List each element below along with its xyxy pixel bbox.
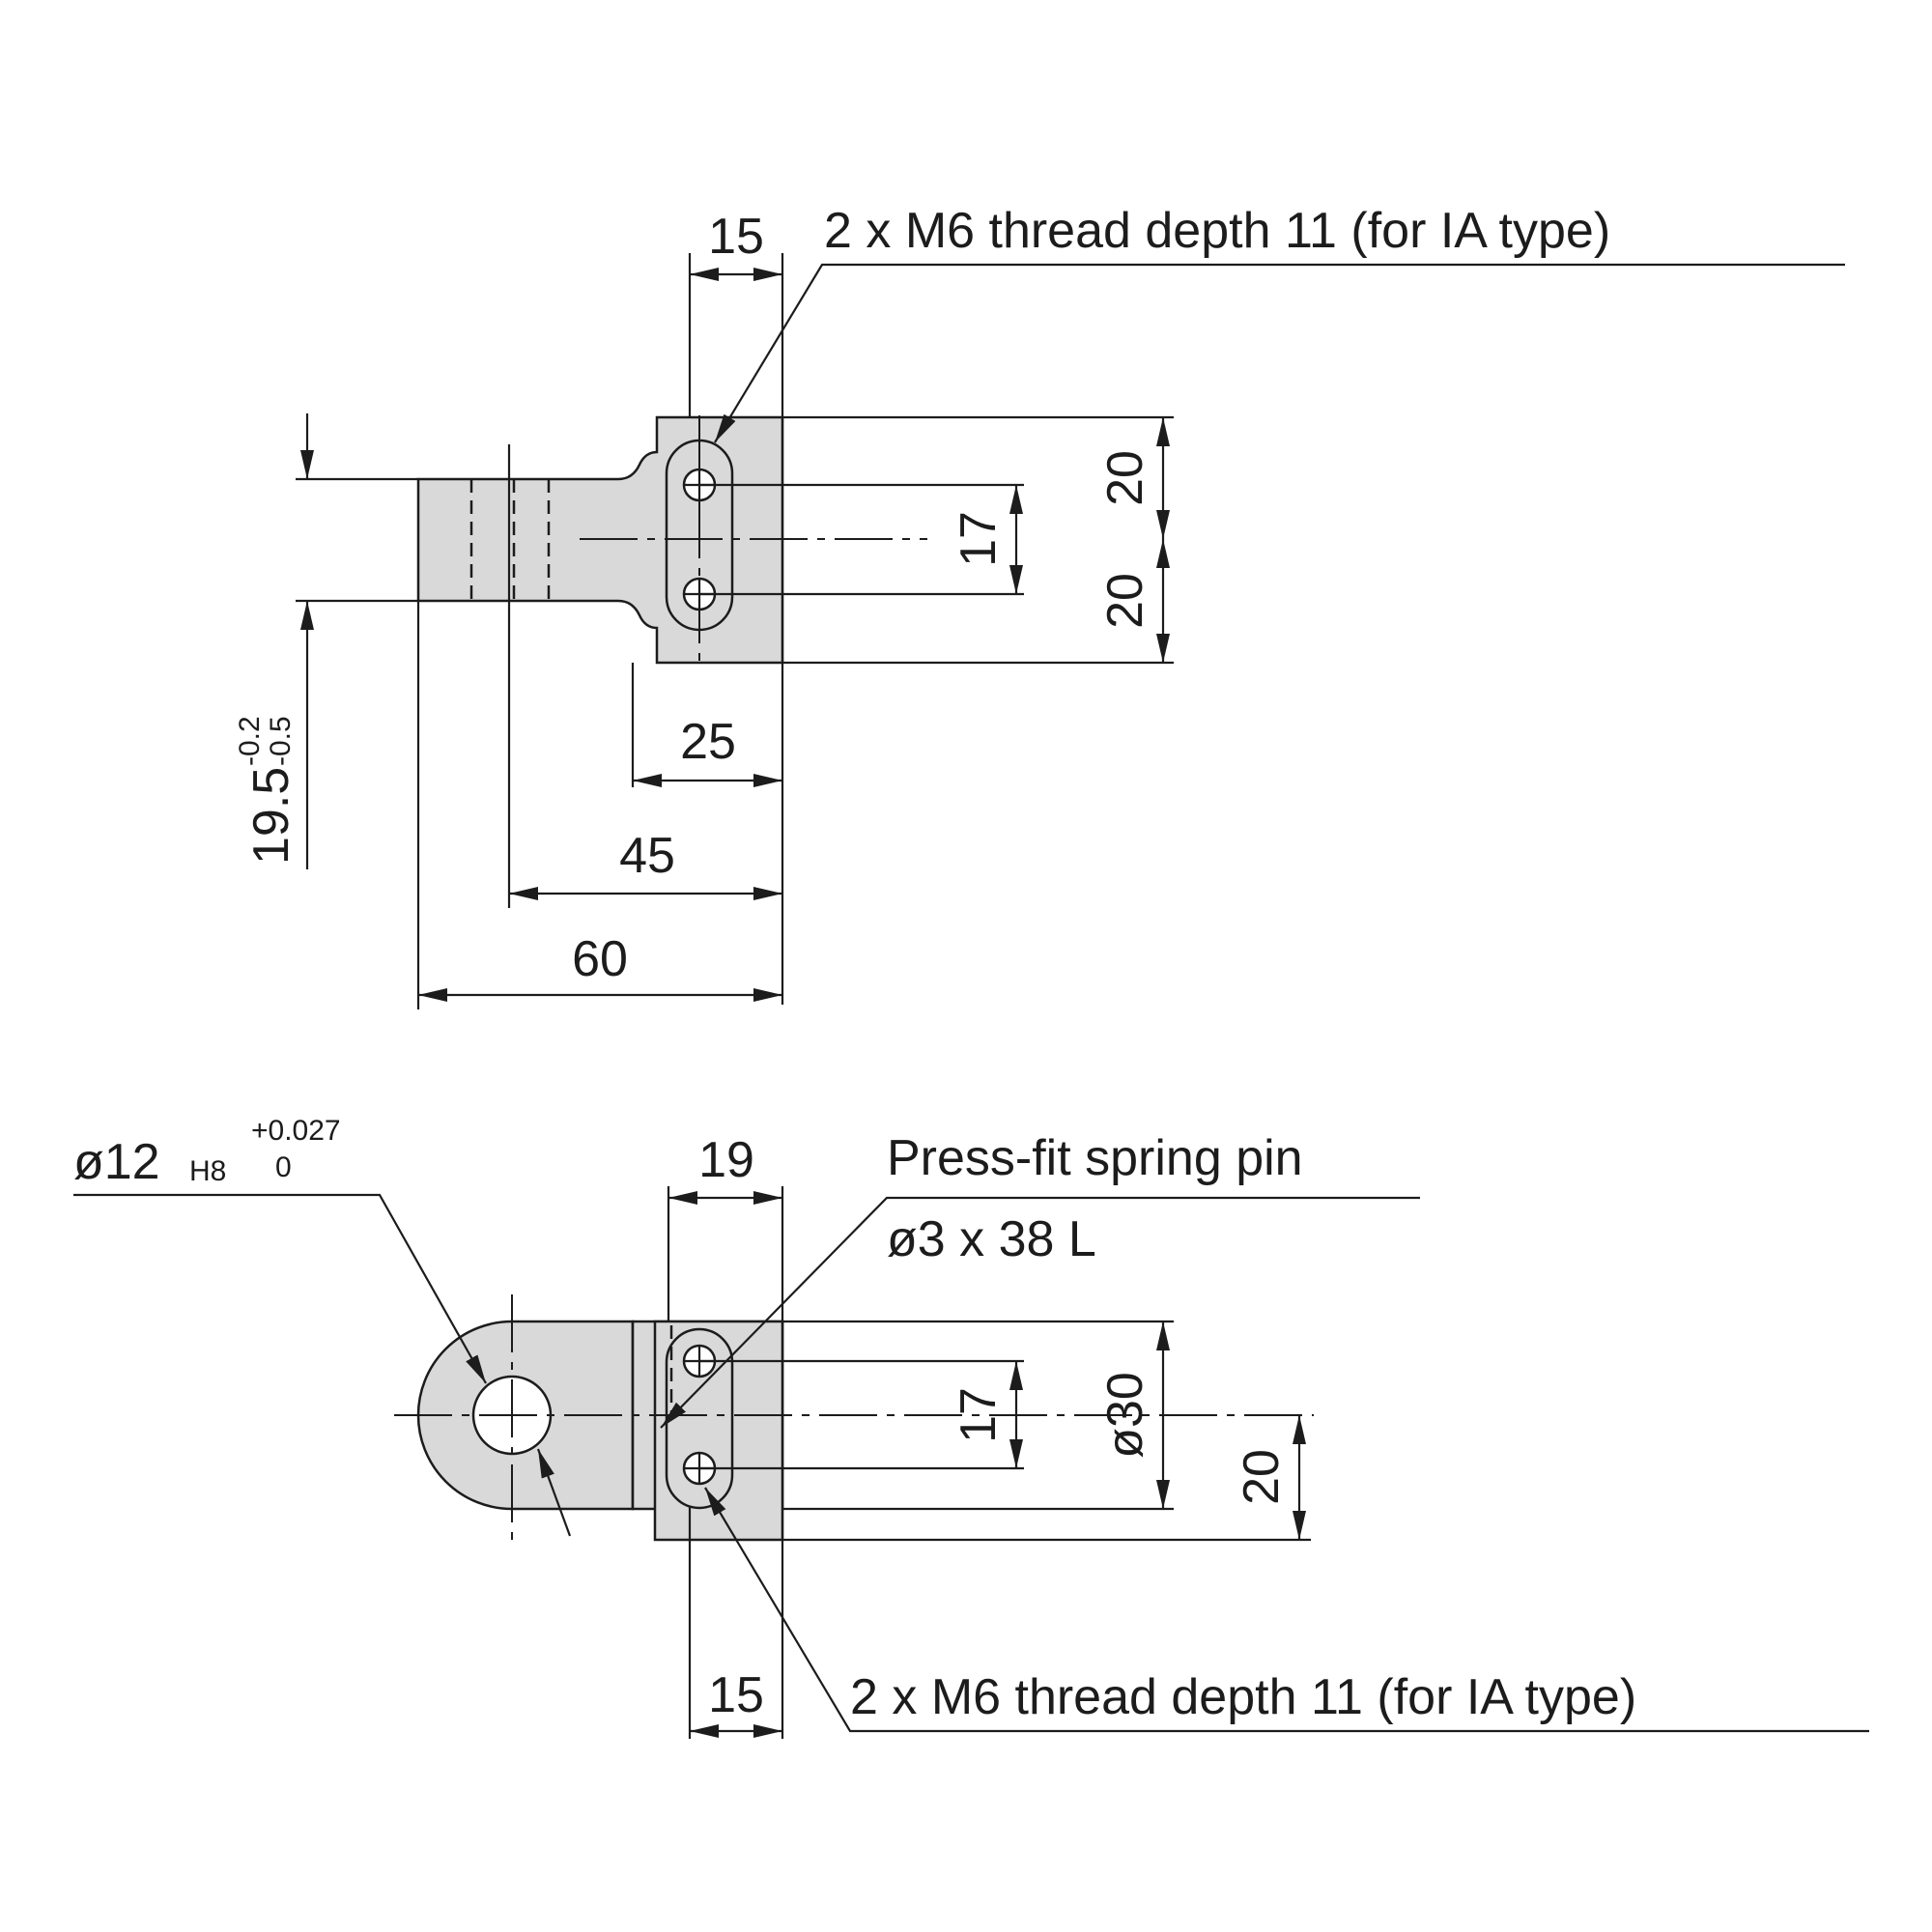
dim-15-bottom: 15 (708, 1667, 764, 1723)
svg-text:-0.2: -0.2 (234, 716, 266, 766)
dim-17-bottom: 17 (951, 1387, 1007, 1443)
dim-19-5-label: 19.5 -0.2 -0.5 (234, 716, 299, 865)
dim-15-top: 15 (708, 209, 764, 265)
dim-bore-label: ø12 H8 +0.027 0 (73, 1115, 341, 1190)
top-view: 15 2 x M6 thread depth 11 (for IA type) … (234, 203, 1845, 1009)
svg-text:ø12: ø12 (73, 1134, 160, 1190)
dim-20-lower: 20 (1097, 573, 1153, 629)
bottom-body (394, 1294, 1314, 1546)
thread-note-leader-bottom (704, 1487, 1869, 1733)
svg-text:19.5: 19.5 (243, 767, 299, 865)
bore-leader (73, 1193, 487, 1384)
dim-19: 19 (698, 1132, 754, 1188)
bottom-extension-lines (667, 1186, 1311, 1739)
dim-20-bottom: 20 (1234, 1449, 1290, 1505)
dim-60: 60 (572, 931, 628, 987)
svg-text:-0.5: -0.5 (265, 716, 297, 766)
spring-pin-size: ø3 x 38 L (887, 1211, 1096, 1267)
bottom-view: ø12 H8 +0.027 0 19 Press-fit spring pin … (73, 1115, 1869, 1739)
bore-leader-arrow-2 (536, 1448, 572, 1537)
spring-pin-title: Press-fit spring pin (887, 1130, 1303, 1186)
svg-text:H8: H8 (189, 1155, 226, 1187)
dim-25: 25 (680, 714, 736, 770)
thread-note-top: 2 x M6 thread depth 11 (for IA type) (824, 203, 1610, 259)
thread-note-bottom: 2 x M6 thread depth 11 (for IA type) (850, 1669, 1636, 1725)
spring-pin-leader (660, 1196, 1420, 1429)
dim-17-top: 17 (951, 511, 1007, 567)
dim-diameter-30: ø30 (1097, 1372, 1153, 1459)
svg-text:0: 0 (275, 1151, 292, 1183)
thread-note-leader-top (714, 263, 1845, 443)
svg-text:+0.027: +0.027 (251, 1115, 341, 1147)
dim-45: 45 (619, 828, 675, 884)
dim-20-upper: 20 (1097, 450, 1153, 506)
top-body (416, 415, 927, 667)
